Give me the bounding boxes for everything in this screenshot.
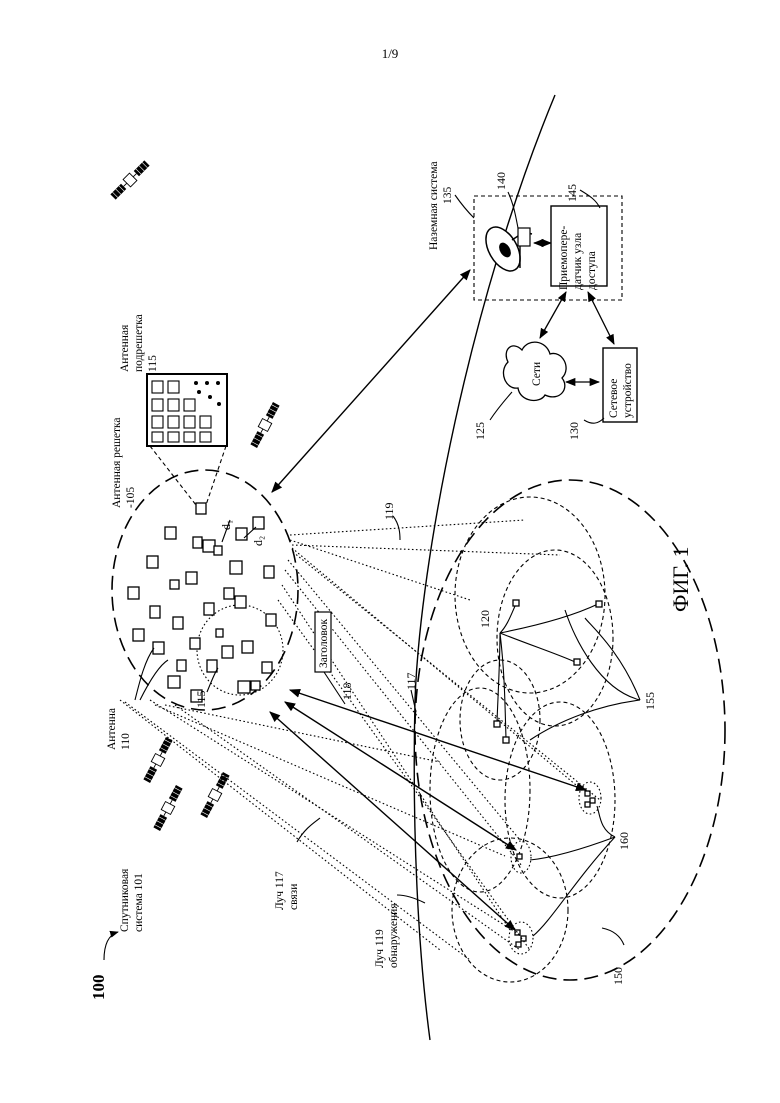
- satellite-icon: [109, 159, 150, 200]
- satellite-icon: [142, 736, 174, 783]
- cluster-155-leader: [565, 610, 640, 700]
- d2-label: d₂: [251, 536, 265, 546]
- device-ref: 130: [567, 422, 581, 440]
- figure-caption: ФИГ. 1: [668, 546, 693, 612]
- communication-beam-label: Луч 117 связи: [274, 868, 300, 910]
- subgroup-ref: 115: [194, 690, 208, 708]
- cluster-160-leader: [530, 837, 615, 860]
- cluster-155-ref: 155: [643, 692, 657, 710]
- cluster-160-leader: [533, 837, 615, 936]
- networks-to-node-arrow: [540, 292, 566, 338]
- satellite-icon: [152, 784, 184, 831]
- feeder-link-arrow: [272, 270, 470, 492]
- beam-footprints: [430, 497, 615, 982]
- beam-117-ref: 117: [404, 672, 418, 690]
- system-ref: 100: [89, 975, 108, 1001]
- satellite-system-label: Спутниковая система 101: [119, 866, 145, 932]
- antenna-leader: [135, 648, 168, 700]
- cluster-160-leader: [597, 806, 615, 837]
- subarray-callout: [206, 446, 226, 505]
- cluster-155-leader: [530, 700, 640, 740]
- antenna-label: Антенна 110: [106, 705, 132, 750]
- satellite-icon: [249, 401, 281, 448]
- subarray-callout: [150, 446, 196, 505]
- antenna-140-ref: 140: [494, 172, 508, 190]
- detection-beam-leader: [397, 895, 425, 903]
- coverage-ref: 150: [611, 967, 625, 985]
- cluster-160-ref: 160: [617, 832, 631, 850]
- header-ref: 118: [340, 682, 354, 700]
- satellite-icon: [199, 771, 231, 818]
- communication-beam-leader: [297, 818, 320, 842]
- ground-system-leader: [455, 195, 474, 218]
- antenna-subarray-label: Антенная подрешетка 115: [119, 311, 159, 372]
- terminal-cluster-120: [494, 600, 602, 743]
- antenna-array-label: Антенная решетка -105: [111, 415, 137, 508]
- header-box-label: Заголовок: [318, 619, 330, 668]
- device-leader: [584, 418, 604, 423]
- system-ref-arrow: [104, 932, 118, 960]
- detection-beam-label: Луч 119 обнаружения: [374, 903, 400, 968]
- networks-label: Сети: [531, 362, 543, 386]
- d1-label: d₁: [219, 520, 233, 530]
- networks-leader: [490, 392, 512, 420]
- antenna-elements: [128, 503, 276, 702]
- communication-beams: [270, 690, 586, 930]
- coverage-leader: [602, 928, 624, 945]
- ground-system-label: Наземная система 135: [428, 159, 454, 250]
- beam-edges: [120, 520, 600, 960]
- node-145-ref: 145: [565, 184, 579, 202]
- target-clusters: [509, 782, 601, 954]
- networks-ref: 125: [473, 422, 487, 440]
- cluster-155-leader: [585, 618, 640, 700]
- terminals-ref: 120: [478, 610, 492, 628]
